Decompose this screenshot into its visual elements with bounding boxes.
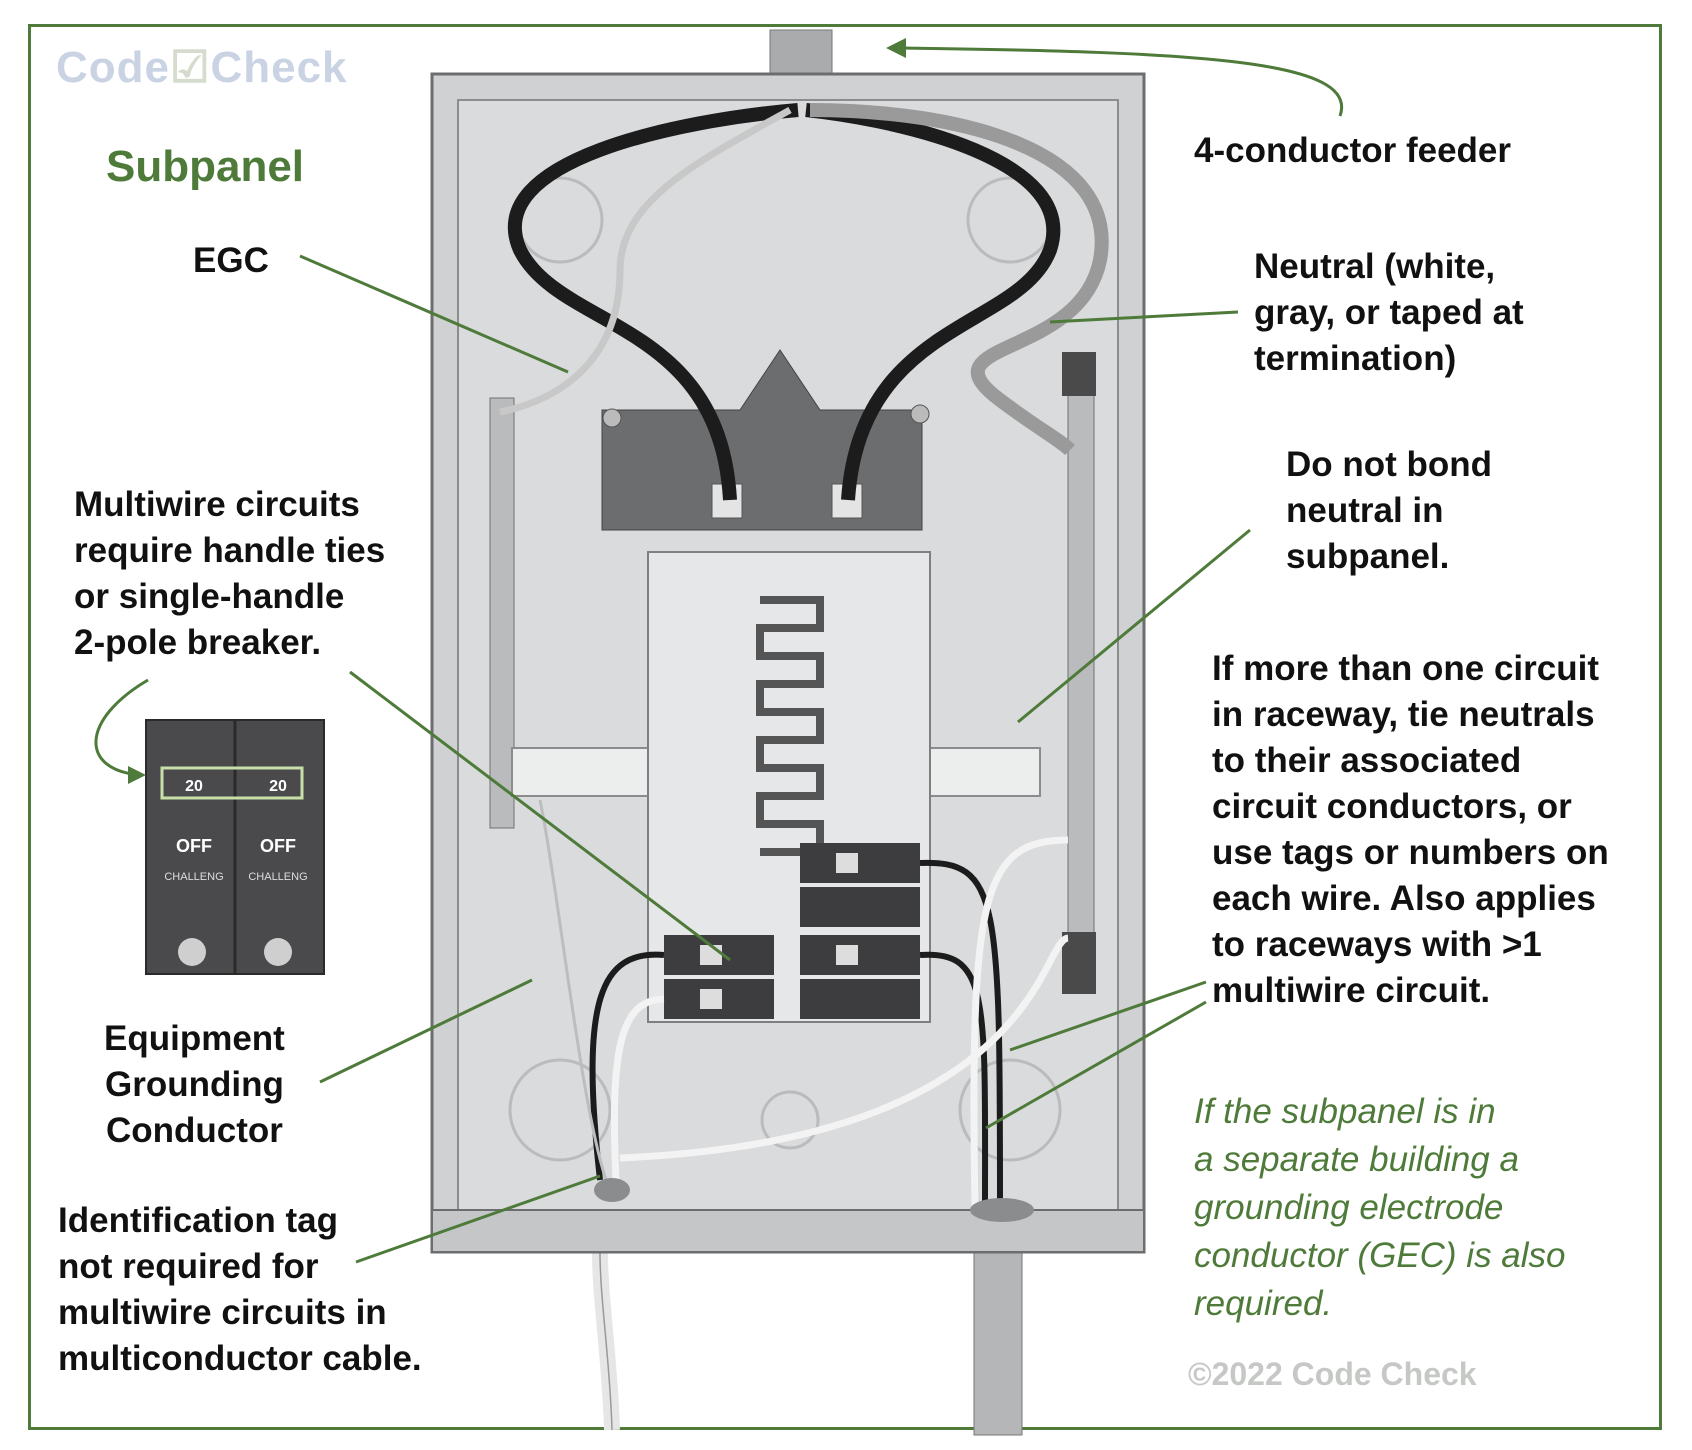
inset-state-right: OFF xyxy=(260,836,296,856)
handle-tie xyxy=(160,766,304,800)
right-neutral-bar xyxy=(1067,377,1095,969)
raceway-leader-1 xyxy=(1009,980,1207,1052)
installed-breakers xyxy=(664,843,920,1019)
egc-branch-leader xyxy=(319,978,533,1084)
feeder-hot-a xyxy=(507,103,799,501)
multiwire-label: Multiwire circuits require handle ties o… xyxy=(74,485,386,662)
neutral-bar-bottom-insulator xyxy=(1062,932,1096,994)
inset-arrow xyxy=(94,678,149,777)
left-terminal-bar xyxy=(489,397,515,829)
feeder-label: 4-conductor feeder xyxy=(1194,131,1511,170)
code-check-logo: Code☑Check xyxy=(56,42,348,93)
feeder-hot-b xyxy=(805,103,1060,501)
inset-rating-left: 20 xyxy=(185,778,203,795)
neutral-leader xyxy=(1049,310,1239,324)
gec-note: If the subpanel is in a separate buildin… xyxy=(1194,1092,1566,1323)
egc-leader xyxy=(299,254,569,374)
inset-rating-right: 20 xyxy=(269,778,287,795)
handle-tie-breaker-inset xyxy=(145,719,325,975)
bus-stabs xyxy=(756,596,824,856)
figure-border xyxy=(28,24,1662,1430)
raceway-leader-2 xyxy=(985,1000,1207,1130)
bond-leader xyxy=(1017,528,1251,724)
inset-brand-right: CHALLENG xyxy=(248,871,307,883)
check-icon: ☑ xyxy=(170,43,211,92)
logo-check-text: Check xyxy=(210,43,348,92)
inset-state-left: OFF xyxy=(176,836,212,856)
equipment-grounding-label: Equipment Grounding Conductor xyxy=(104,1019,285,1150)
neutral-bar-top-insulator xyxy=(1062,352,1096,396)
bottom-conduit xyxy=(973,1244,1023,1436)
identification-label: Identification tag not required for mult… xyxy=(58,1201,422,1378)
neutral-label: Neutral (white, gray, or taped at termin… xyxy=(1254,247,1524,378)
feeder-egc xyxy=(499,106,792,416)
copyright: ©2022 Code Check xyxy=(1188,1356,1477,1392)
cable-clamp xyxy=(594,1178,630,1202)
feeder-neutral xyxy=(809,103,1109,456)
feeder-leader xyxy=(899,46,1344,117)
id-tag-leader xyxy=(355,1174,601,1264)
inset-brand-left: CHALLENG xyxy=(164,871,223,883)
raceway-fitting xyxy=(970,1198,1034,1222)
raceway-label: If more than one circuit in raceway, tie… xyxy=(1212,649,1609,1010)
page-title: Subpanel xyxy=(106,142,305,191)
multiwire-leader xyxy=(349,670,731,962)
egc-label: EGC xyxy=(193,241,269,280)
do-not-bond-label: Do not bond neutral in subpanel. xyxy=(1286,445,1493,576)
callout-leaders xyxy=(299,46,1344,1264)
logo-code-text: Code xyxy=(56,43,170,92)
